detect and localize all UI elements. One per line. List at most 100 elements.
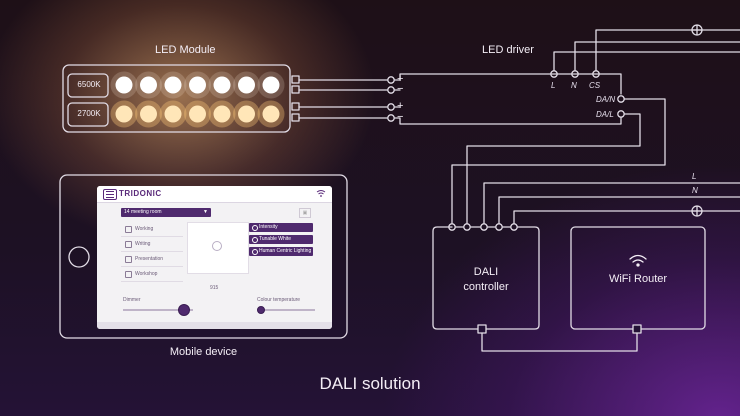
mobile-device-label: Mobile device	[169, 346, 238, 358]
led-driver-label: LED driver	[482, 44, 534, 56]
dali-controller-label: DALI controller	[433, 265, 539, 295]
led-1-0	[115, 105, 133, 123]
mains-l-controller	[483, 182, 740, 224]
scene-item-workshop[interactable]: Workshop	[121, 267, 183, 282]
led-1-5	[238, 105, 255, 123]
app-bottom-strip	[97, 322, 332, 329]
sun-icon	[252, 237, 258, 243]
dali-bus-n	[451, 98, 666, 224]
led-module-frame	[62, 64, 291, 133]
module-terminal-2	[291, 85, 300, 94]
scene-icon	[125, 226, 132, 233]
wifi-icon	[629, 254, 647, 267]
driver-label-dal: DA/L	[596, 110, 614, 119]
driver-label-l: L	[551, 81, 556, 90]
chevron-down-icon: ▼	[203, 209, 208, 215]
value-readout: 915	[210, 285, 219, 291]
controller-port	[477, 324, 487, 334]
scene-icon	[125, 271, 132, 278]
driver-out-terminal-2	[387, 86, 395, 94]
led-1-1	[140, 105, 157, 123]
led-row-label-2700k: 2700K	[77, 109, 101, 118]
diagram-title: DALI solution	[319, 374, 421, 393]
driver-terminal-dan	[617, 95, 625, 103]
controller-terminal-5	[510, 223, 518, 231]
controller-terminal-1	[448, 223, 456, 231]
driver-out-terminal-3	[387, 103, 395, 111]
terminal-label-minus-2: −	[397, 111, 404, 123]
scene-item-writing[interactable]: Writing	[121, 237, 183, 252]
module-terminal-4	[291, 113, 300, 122]
led-0-3	[189, 76, 206, 94]
colour-temperature-knob[interactable]	[256, 306, 265, 314]
room-select[interactable]: 14 meeting room ▼	[121, 208, 211, 217]
mains-l-driver	[553, 51, 740, 72]
led-1-3	[189, 105, 206, 123]
driver-out-terminal-4	[387, 114, 395, 122]
mode-button-tunable-white[interactable]: Tunable White	[249, 235, 313, 244]
dali-controller-line1: DALI	[473, 266, 499, 278]
module-terminal-1	[291, 75, 300, 84]
scene-item-working[interactable]: Working	[121, 222, 183, 237]
menu-icon[interactable]	[103, 189, 117, 200]
led-row-label-box-6500k	[67, 73, 109, 98]
controller-terminal-4	[495, 223, 503, 231]
dali-bus-l	[466, 113, 641, 224]
led-0-2	[164, 76, 182, 94]
mode-button-intensity[interactable]: Intensity	[249, 223, 313, 232]
module-terminal-3	[291, 102, 300, 111]
scene-list: Working Writing Presentation Workshop	[121, 222, 183, 282]
dimmer-track[interactable]	[123, 309, 193, 311]
driver-frame-bottom	[394, 117, 622, 125]
settings-icon[interactable]: ▣	[299, 208, 311, 218]
controller-terminal-3	[480, 223, 488, 231]
mains-n-driver	[574, 41, 740, 72]
led-0-1	[140, 76, 157, 94]
tablet-home-button	[68, 246, 90, 268]
mains-n-controller	[498, 196, 740, 224]
led-0-6	[262, 76, 280, 94]
power-icon[interactable]	[212, 241, 222, 251]
app-wifi-icon	[316, 190, 326, 197]
terminal-label-minus-1: −	[397, 83, 404, 95]
tablet-frame	[59, 174, 348, 339]
led-1-2	[164, 105, 182, 123]
led-1-4	[213, 105, 231, 123]
router-port	[632, 324, 642, 334]
scene-icon	[125, 256, 132, 263]
driver-out-terminal-1	[387, 76, 395, 84]
ethernet-link	[481, 332, 638, 352]
led-row-label-6500k: 6500K	[77, 80, 101, 89]
wifi-router-label: WiFi Router	[608, 273, 668, 285]
terminal-label-plus-1: +	[397, 73, 404, 85]
led-array	[110, 71, 285, 128]
dimmer-knob[interactable]	[177, 304, 190, 316]
led-1-6	[262, 105, 280, 123]
power-panel	[187, 222, 249, 274]
colour-temperature-label: Colour temperature	[257, 297, 301, 303]
led-0-0	[115, 76, 133, 94]
scene-item-presentation[interactable]: Presentation	[121, 252, 183, 267]
led-row-label-box-2700k	[67, 102, 109, 127]
driver-label-n: N	[571, 81, 577, 90]
dimmer-label: Dimmer	[123, 297, 141, 303]
mains-pe-controller	[513, 210, 740, 224]
mains-pe-driver	[595, 29, 740, 72]
tablet-screen: TRIDONIC 14 meeting room ▼ ▣ Working Wri…	[97, 186, 332, 329]
app-top-bar: TRIDONIC	[97, 186, 332, 203]
terminal-label-plus-2: +	[397, 100, 404, 112]
driver-label-dan: DA/N	[596, 95, 616, 104]
mains-label-l: L	[692, 172, 697, 181]
sun-icon	[252, 249, 258, 255]
dali-controller-line2: controller	[463, 281, 509, 293]
driver-terminal-dal	[617, 110, 625, 118]
scene-icon	[125, 241, 132, 248]
app-brand: TRIDONIC	[119, 189, 162, 198]
room-select-value: 14 meeting room	[124, 209, 162, 215]
led-0-4	[213, 76, 231, 94]
mains-label-n: N	[692, 186, 698, 195]
colour-temperature-track[interactable]	[257, 309, 315, 311]
mode-button-hcl[interactable]: Human Centric Lighting	[249, 247, 313, 256]
